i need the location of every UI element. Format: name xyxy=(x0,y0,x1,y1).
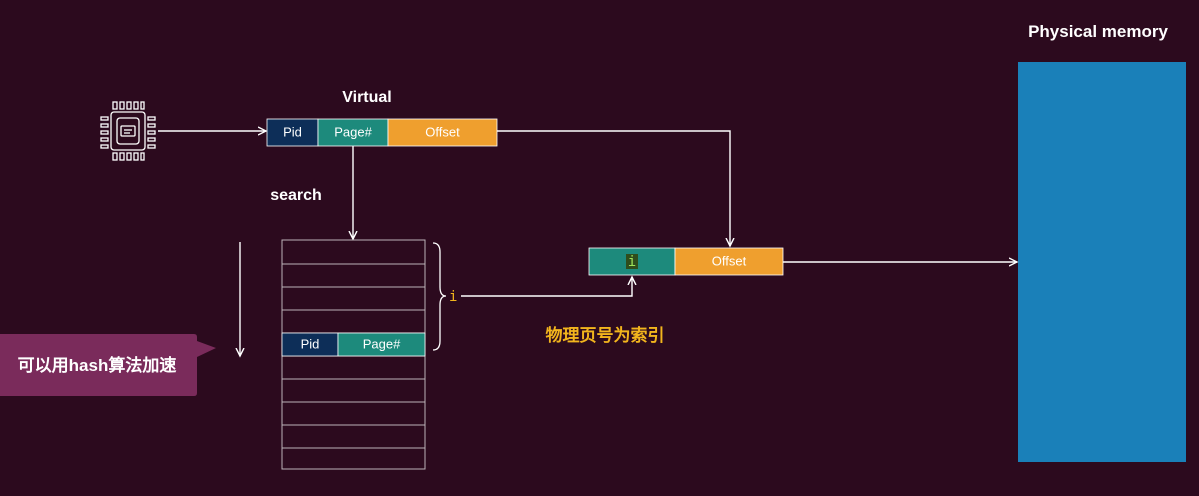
index-note-label: 物理页号为索引 xyxy=(546,325,665,345)
matched-table-row: Pid Page# xyxy=(281,332,426,357)
physical-offset-cell xyxy=(674,247,784,276)
physical-offset-text: Offset xyxy=(712,253,747,268)
physical-memory-label: Physical memory xyxy=(1028,22,1168,41)
cpu-chip-icon xyxy=(100,101,156,161)
entry-page-cell xyxy=(337,332,426,357)
entry-pid-text: Pid xyxy=(301,336,320,351)
search-label: search xyxy=(270,187,322,204)
virtual-page-cell xyxy=(317,118,389,147)
frame-index-highlight xyxy=(626,254,638,269)
virtual-offset-text: Offset xyxy=(425,124,460,139)
virtual-page-text: Page# xyxy=(334,124,372,139)
virtual-offset-cell xyxy=(387,118,498,147)
callout-bubble xyxy=(0,334,216,396)
virtual-pid-text: Pid xyxy=(283,124,302,139)
index-to-frame-arrow xyxy=(461,277,632,297)
entry-page-text: Page# xyxy=(363,336,401,351)
physical-address-box: i Offset xyxy=(588,247,784,276)
index-brace xyxy=(432,242,447,351)
offset-to-physical-arrow xyxy=(497,130,730,246)
inverted-page-table: Pid Page# xyxy=(281,239,426,470)
callout-text: 可以用hash算法加速 xyxy=(18,355,177,375)
hash-callout: 可以用hash算法加速 xyxy=(0,334,216,396)
physical-memory-block xyxy=(1018,62,1186,462)
brace-index-label: i xyxy=(449,289,457,305)
virtual-pid-cell xyxy=(266,118,319,147)
virtual-label: Virtual xyxy=(342,89,392,106)
virtual-address-box: Pid Page# Offset xyxy=(266,118,498,147)
physical-frame-text: i xyxy=(628,254,636,270)
